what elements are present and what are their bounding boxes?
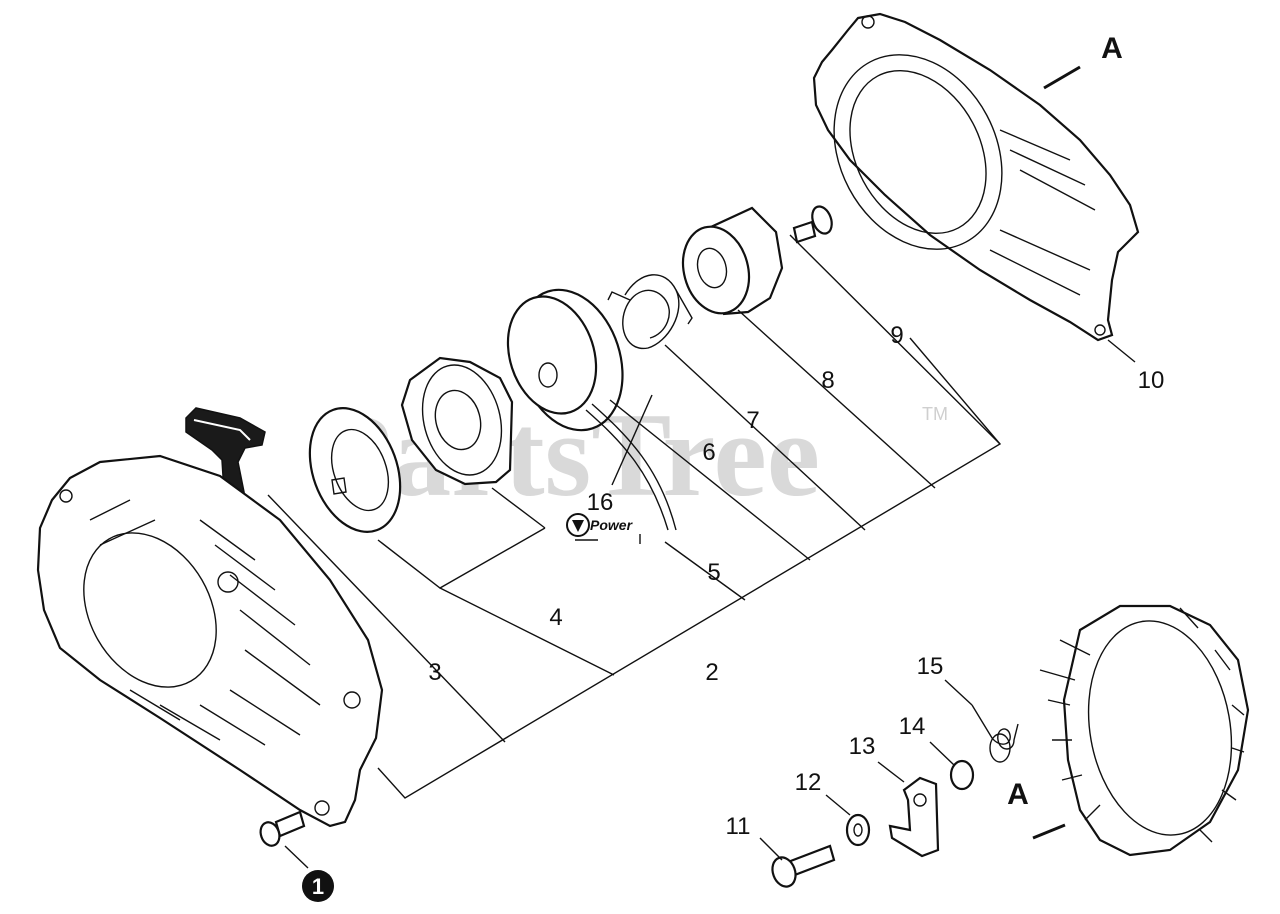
callout-16: 16: [587, 489, 614, 516]
callout-10: 10: [1138, 367, 1165, 394]
part-reel-6: [506, 288, 677, 531]
watermark-trademark: TM: [922, 404, 948, 424]
power-logo-text: Power: [590, 517, 634, 533]
leader-lines: [267, 65, 1136, 869]
part-bracket-13: [888, 776, 940, 858]
part-screw-9: [792, 205, 833, 244]
part-spring-case: [400, 356, 514, 486]
reference-mark-a-bottom: A: [1007, 778, 1029, 811]
part-rear-cover: [812, 12, 1140, 342]
part-washer-14: [949, 759, 975, 791]
reference-mark-a-top: A: [1101, 32, 1123, 65]
part-flywheel: [1039, 604, 1250, 857]
callout-1: 1: [312, 874, 324, 899]
callout-3: 3: [428, 659, 441, 686]
callout-11: 11: [726, 813, 751, 840]
power-logo: Power: [566, 513, 641, 544]
part-screw-1: [259, 810, 306, 847]
part-pulley-8: [681, 206, 784, 316]
part-washer-ring: [308, 407, 402, 533]
part-spring-15: [971, 704, 1019, 763]
callout-15: 15: [917, 653, 944, 680]
callout-14: 14: [899, 713, 926, 740]
callout-4: 4: [549, 604, 562, 631]
callout-1-badge: [302, 870, 334, 902]
callout-12: 12: [795, 769, 822, 796]
callout-7: 7: [746, 407, 759, 434]
part-washer-12: [845, 813, 871, 847]
callout-6: 6: [702, 439, 715, 466]
callout-5: 5: [707, 559, 720, 586]
part-bolt-11: [771, 844, 836, 888]
part-front-starter-cover: [36, 454, 384, 828]
callout-13: 13: [849, 733, 876, 760]
callout-9: 9: [890, 322, 903, 349]
callouts: 1 2 3 4 5 6 7 8 9 10 11 12 13 14 15 16 A…: [302, 32, 1164, 902]
callout-8: 8: [821, 367, 834, 394]
callout-2: 2: [705, 659, 718, 686]
part-spring-7: [607, 274, 693, 350]
